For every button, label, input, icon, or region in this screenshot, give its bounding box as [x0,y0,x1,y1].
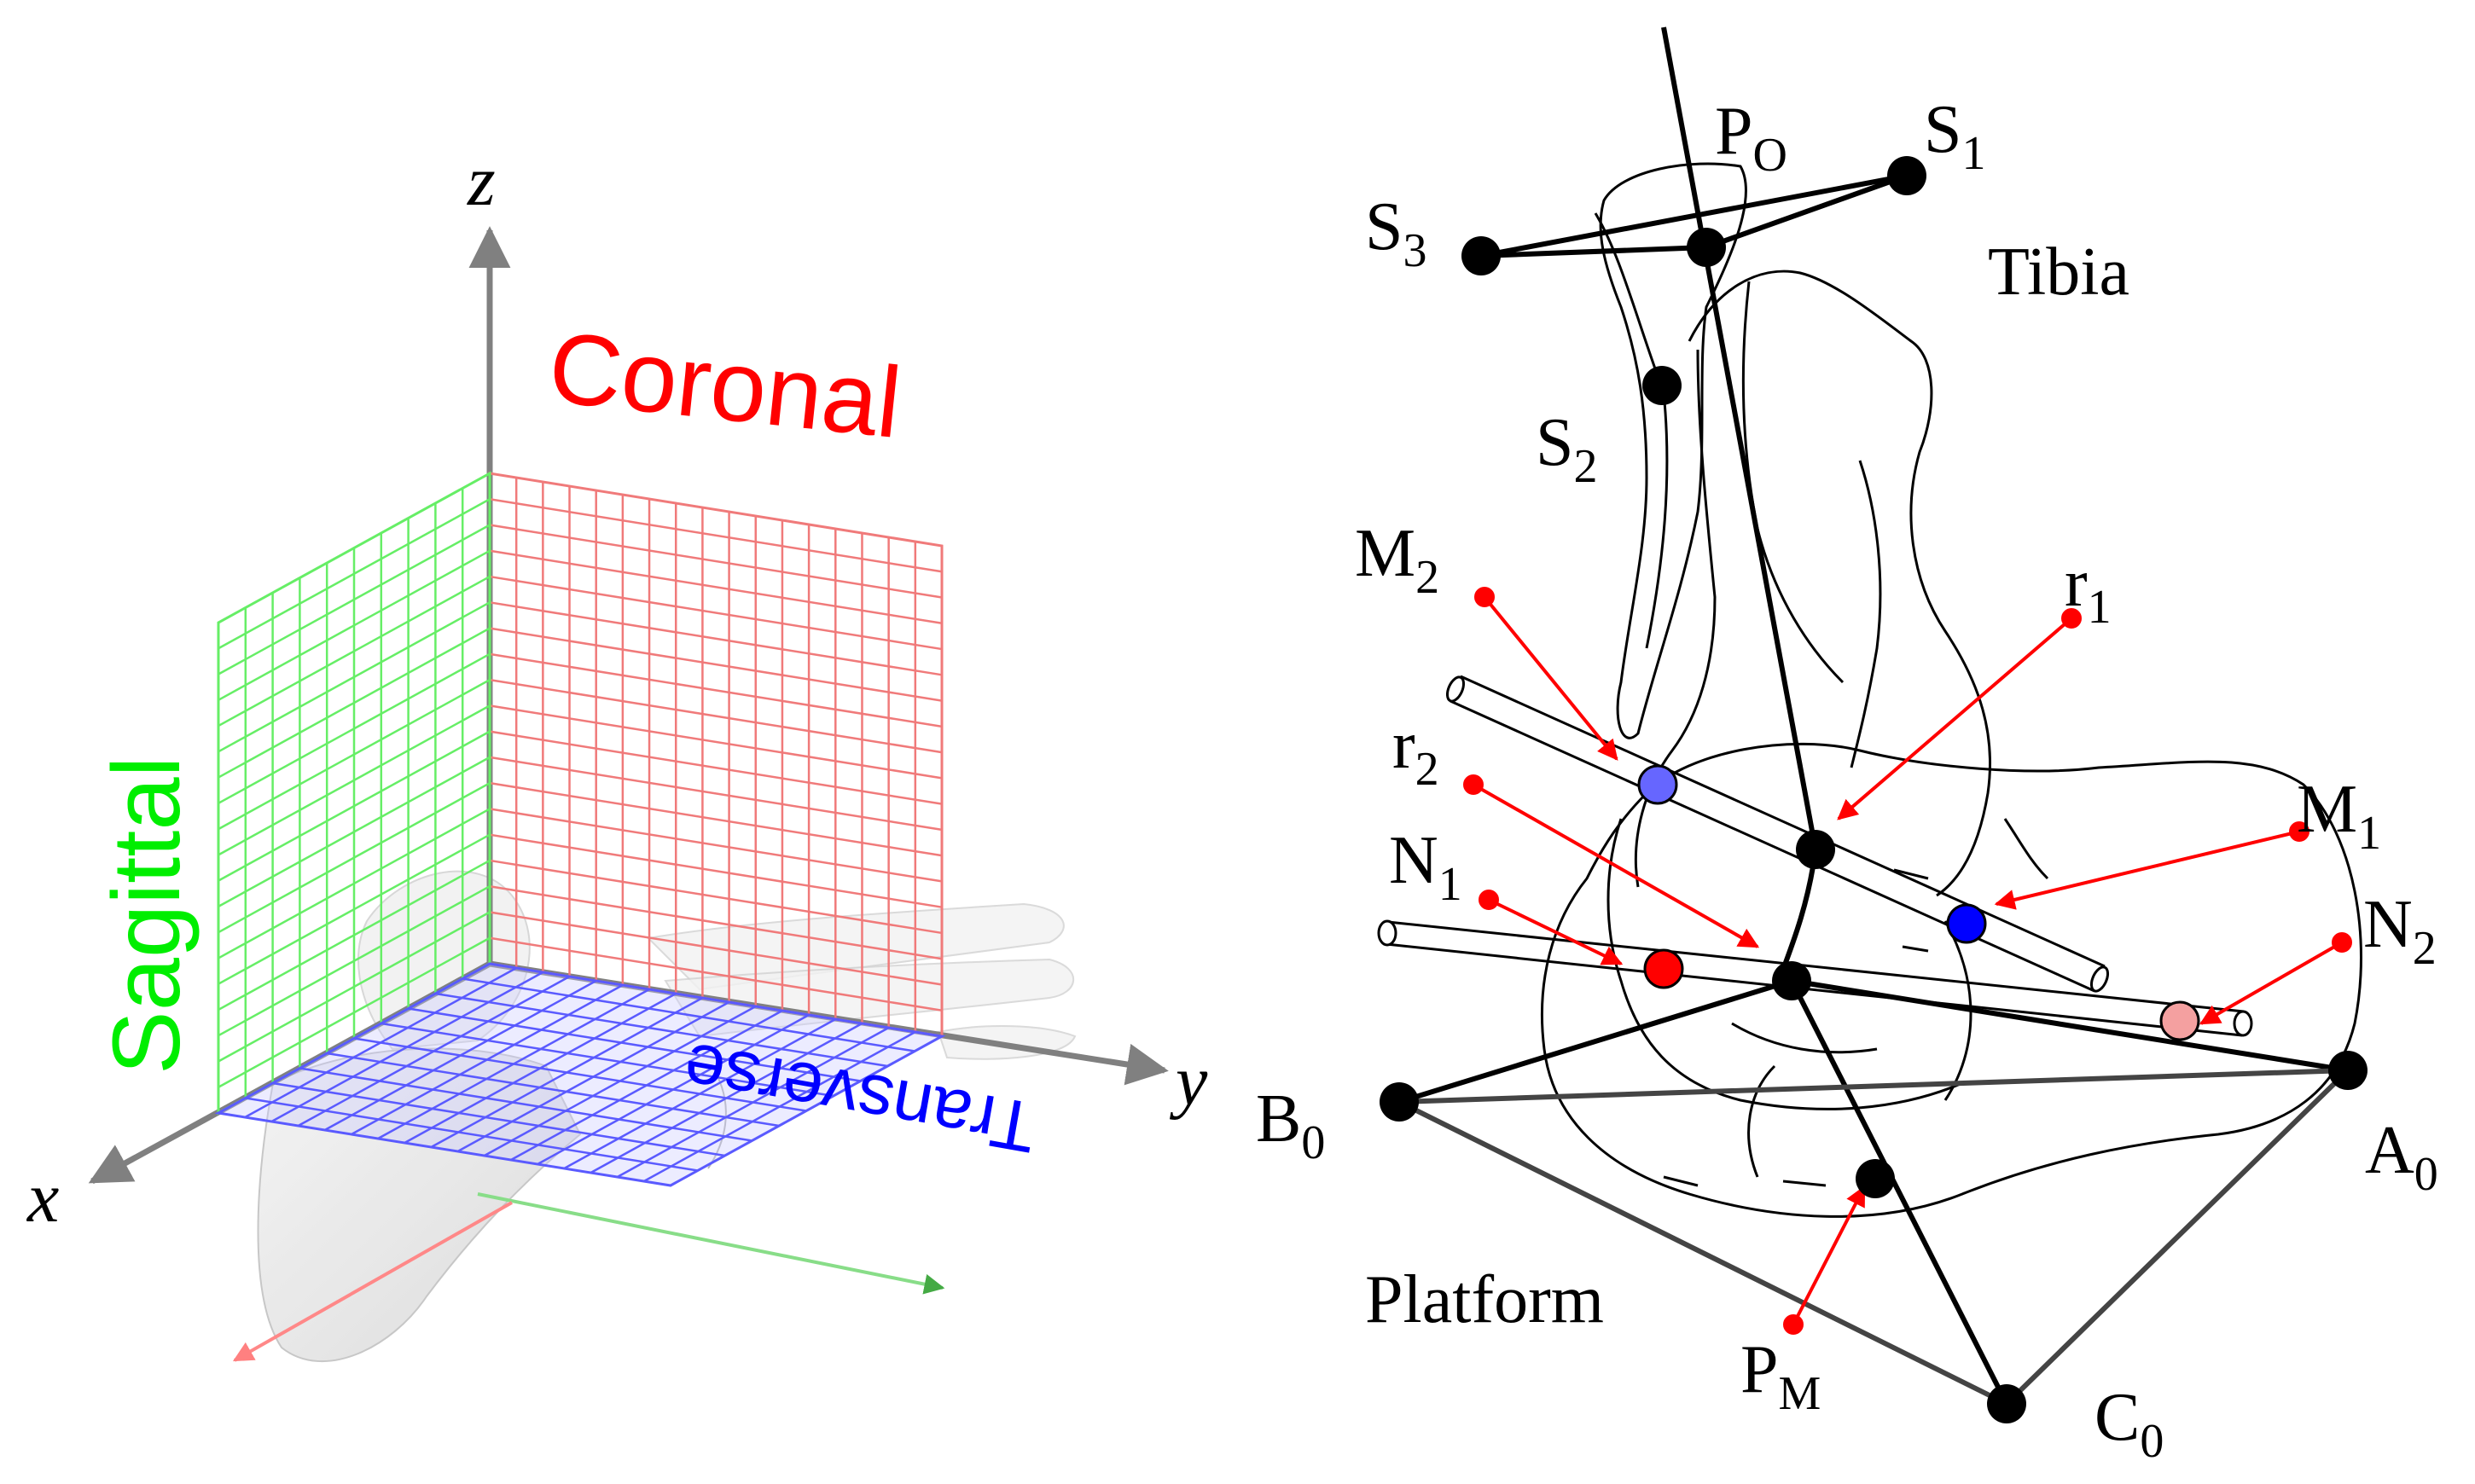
x-axis-label: x [26,1158,59,1238]
tibia-label: Tibia [1988,235,2129,310]
marker-arrows [1463,587,2352,1335]
coronal-normal-arrow [232,1201,513,1362]
c0-point [1987,1384,2026,1423]
b0-label: B0 [1256,1081,1325,1169]
rod-upper [1445,675,2110,993]
n2-marker-dot [2332,932,2352,953]
platform-label: Platform [1365,1262,1604,1337]
s3-point [1461,236,1501,275]
s2-label: S2 [1536,405,1598,493]
b0-point [1380,1082,1419,1122]
pm-label: PM [1740,1332,1821,1420]
n2-label: N2 [2363,887,2437,975]
sagittal-normal-arrow [477,1192,945,1295]
z-axis-label: z [467,142,496,221]
n1-marker-dot [1479,890,1499,910]
r1-label: r1 [2065,546,2112,634]
joints [1380,156,2368,1423]
a0-point [2328,1051,2368,1090]
coronal-label: Coronal [543,311,906,460]
m2-label: M2 [1355,516,1439,604]
s1-label: S1 [1924,92,1986,180]
s1-point [1887,156,1926,195]
m1-point [1946,903,1987,944]
transverse-plane-grid [214,962,946,1187]
a0-label: A0 [2365,1113,2438,1201]
s3-label: S3 [1365,189,1427,277]
pm-point [1856,1159,1895,1198]
c0-label: C0 [2094,1380,2164,1468]
structure-lines [1398,26,2349,1406]
coronal-plane-grid [488,472,944,1038]
y-axis-label: y [1169,1041,1208,1121]
m2-point [1637,764,1678,805]
m1-label: M1 [2297,772,2381,860]
po-label: PO [1715,94,1787,182]
n1-label: N1 [1389,823,1462,911]
tibia-platform-figure: Tibia Platform PO S1 S3 S2 M2 r1 r2 N1 M… [1256,26,2438,1468]
anatomical-planes-figure: z y x Coronal Sagittal Transverse [26,142,1208,1362]
rod-lower [1377,919,2253,1037]
r1-marker-dot [2061,608,2082,629]
s2-point [1642,366,1682,405]
m1-marker-dot [2289,821,2309,842]
n1-point [1643,948,1684,989]
r2-marker-dot [1463,774,1484,795]
po-point [1687,228,1726,267]
r1-point [1796,830,1835,869]
r2-point [1772,961,1811,1000]
n2-point [2159,1000,2200,1041]
sagittal-label: Sagittal [93,756,200,1075]
pm-marker-dot [1783,1314,1804,1335]
m2-marker-dot [1474,587,1495,607]
bone-outlines [1541,162,2362,1218]
r2-label: r2 [1392,708,1439,796]
platform-triangle [1397,1068,2350,1406]
